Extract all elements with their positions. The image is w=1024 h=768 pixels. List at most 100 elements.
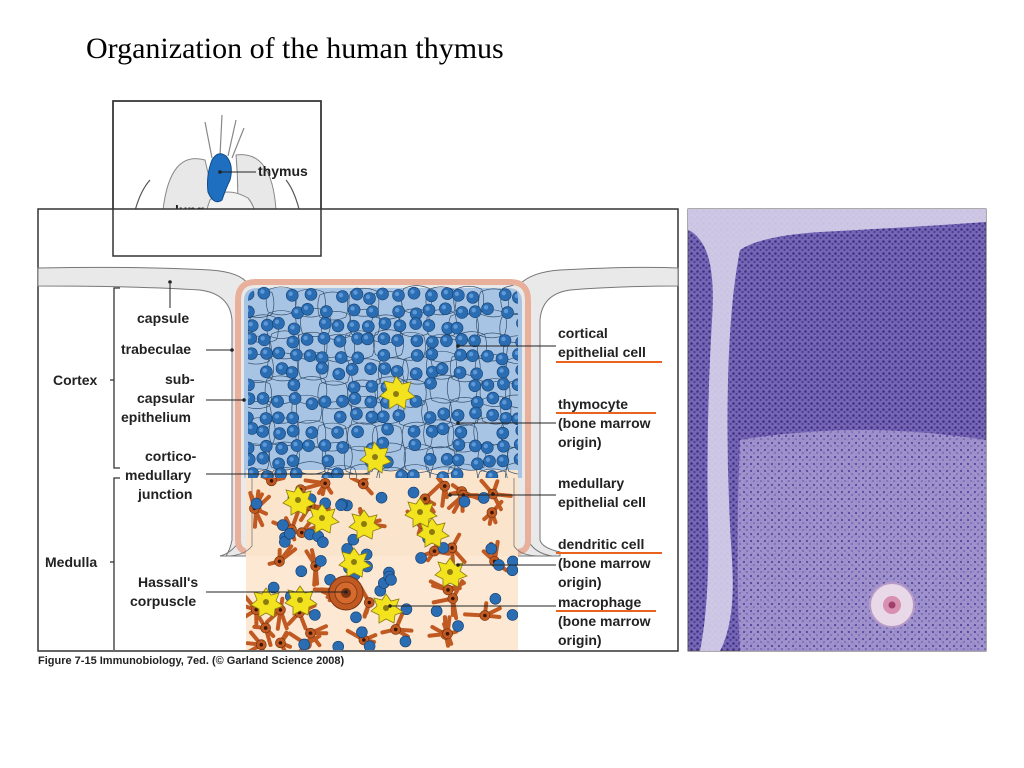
thymocyte <box>515 335 518 349</box>
thymocyte-nucleus <box>321 441 326 447</box>
thymocyte-nucleus <box>353 334 359 340</box>
label-macrophage-3: origin) <box>558 632 602 648</box>
thymocyte <box>363 640 376 650</box>
medulla-cells <box>246 478 518 650</box>
thymocyte-nucleus <box>290 325 295 330</box>
thymocyte-nucleus <box>383 398 388 403</box>
epithelial-cell-outline <box>429 466 461 478</box>
label-thymocyte-2: (bone marrow <box>558 415 651 431</box>
thymocyte-nucleus <box>468 351 474 357</box>
label-capsule: capsule <box>137 310 189 326</box>
thymocyte-nucleus <box>427 292 433 297</box>
thymocyte-nucleus <box>248 424 253 430</box>
thymocyte <box>298 638 310 650</box>
thymocyte <box>415 552 427 564</box>
thymocyte <box>515 363 518 377</box>
medullary-epithelial-cell <box>252 613 276 647</box>
thymocyte-nucleus <box>425 321 430 327</box>
medullary-epithelial-cell <box>358 585 375 619</box>
thymocyte-nucleus <box>321 398 326 403</box>
label-corticomedullary-3: junction <box>137 486 192 502</box>
thymocyte-nucleus <box>394 307 400 313</box>
thymocyte-nucleus <box>412 319 417 325</box>
thymocyte-nucleus <box>289 414 294 419</box>
thymocyte-nucleus <box>380 334 385 340</box>
label-subcapsular-2: capsular <box>137 390 195 406</box>
thymocyte-nucleus <box>307 290 312 296</box>
thymocyte-nucleus <box>320 334 325 340</box>
thymocyte-nucleus <box>338 397 344 402</box>
thymocyte-nucleus <box>383 425 389 430</box>
thymocyte-nucleus <box>410 427 415 433</box>
thymocyte <box>430 605 443 617</box>
thymocyte-nucleus <box>289 338 294 343</box>
thymocyte-nucleus <box>338 443 344 449</box>
thymocyte-nucleus <box>293 441 298 447</box>
thymocyte-nucleus <box>322 307 328 313</box>
thymocyte <box>506 609 518 621</box>
thymocyte-nucleus <box>456 368 461 374</box>
thymocyte-nucleus <box>354 354 359 359</box>
thymocyte <box>407 486 420 499</box>
thymocyte-nucleus <box>365 294 371 300</box>
thymocyte-nucleus <box>425 306 430 311</box>
thymocyte-nucleus <box>501 290 506 296</box>
thymocyte <box>458 495 471 508</box>
label-dendritic-1: dendritic cell <box>558 536 644 552</box>
thymocyte-nucleus <box>248 334 252 340</box>
thymocyte-nucleus <box>291 394 296 400</box>
thymocyte <box>317 536 329 548</box>
thymocyte <box>489 593 502 605</box>
macrophage-cell <box>404 497 438 528</box>
thymocyte-nucleus <box>368 413 373 418</box>
thymocyte-nucleus <box>428 350 433 355</box>
thymocyte-nucleus <box>378 290 384 295</box>
thymocyte-nucleus <box>454 456 459 461</box>
thymocyte-nucleus <box>348 365 353 371</box>
label-medullary-2: epithelial cell <box>558 494 646 510</box>
thymocyte-nucleus <box>443 289 449 295</box>
thymocyte-nucleus <box>278 364 283 370</box>
thymocyte-nucleus <box>469 293 474 299</box>
thymocyte-nucleus <box>428 368 433 373</box>
thymocyte-nucleus <box>248 455 250 461</box>
thymocyte <box>515 424 518 437</box>
thymocyte-nucleus <box>393 336 399 342</box>
label-subcapsular-3: epithelium <box>121 409 191 425</box>
medullary-epithelial-cell <box>433 478 451 508</box>
thymocyte <box>295 565 308 578</box>
thymocyte-nucleus <box>483 305 489 310</box>
epithelial-cell-outline <box>401 421 433 451</box>
thymocyte-nucleus <box>485 457 491 462</box>
thymocyte-nucleus <box>260 336 265 341</box>
medullary-epithelial-cell <box>463 601 502 621</box>
thymocyte-nucleus <box>262 349 268 355</box>
thymocyte-nucleus <box>290 381 295 386</box>
epithelial-cell-outline <box>429 374 461 404</box>
thymocyte-nucleus <box>363 335 369 340</box>
thymocyte-nucleus <box>516 455 518 460</box>
thymocyte-nucleus <box>395 411 400 417</box>
thymocyte <box>347 533 360 546</box>
thymocyte-nucleus <box>453 324 458 329</box>
thymocyte-nucleus <box>471 409 477 414</box>
label-thymus: thymus <box>258 163 308 179</box>
left-labels: Cortex Medulla capsule trabeculae sub- c… <box>45 280 370 609</box>
thymocyte-nucleus <box>489 394 494 399</box>
thymocyte-nucleus <box>499 380 505 385</box>
macrophage-cell <box>306 503 340 534</box>
thymocyte-nucleus <box>394 291 400 297</box>
medullary-epithelial-cell <box>349 478 374 496</box>
thymocyte <box>250 497 263 510</box>
thymocyte-nucleus <box>483 443 488 449</box>
medullary-epithelial-cell <box>482 499 504 526</box>
right-labels: cortical epithelial cell thymocyte (bone… <box>388 325 662 648</box>
thymocyte <box>485 542 498 555</box>
epithelial-cell-outline <box>351 358 382 388</box>
macrophage-cell <box>282 485 316 516</box>
thymocyte <box>375 491 388 504</box>
medullary-epithelial-cell <box>304 548 321 587</box>
thymocyte-nucleus <box>428 427 433 433</box>
thymocyte-nucleus <box>334 322 339 327</box>
thymocyte-nucleus <box>502 414 507 419</box>
